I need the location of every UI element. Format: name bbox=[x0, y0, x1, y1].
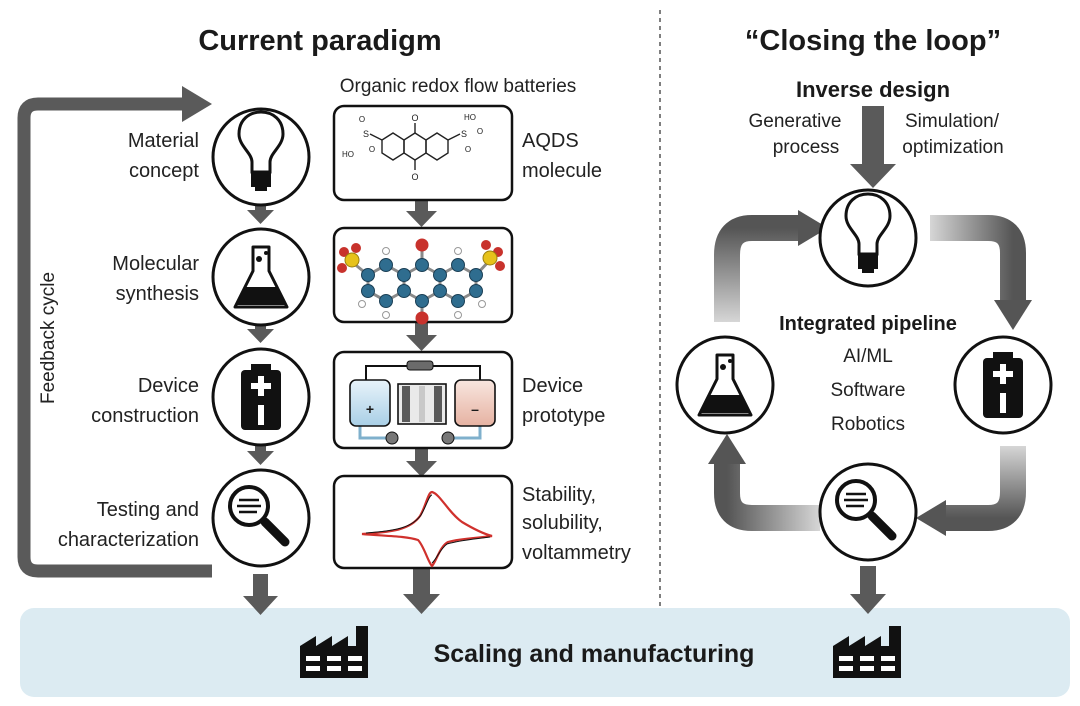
pipeline-item-software: Software bbox=[831, 380, 906, 401]
lightbulb-icon bbox=[237, 110, 285, 191]
aqds-ho-right: HO bbox=[464, 113, 476, 122]
manufacturing-arrow bbox=[850, 566, 886, 614]
aqds-s-left: S bbox=[363, 129, 369, 139]
scaling-label: Scaling and manufacturing bbox=[434, 640, 755, 668]
example-label-prototype-2: prototype bbox=[522, 405, 605, 427]
voltammetry-curve bbox=[361, 490, 493, 568]
column-title: Organic redox flow batteries bbox=[340, 76, 577, 97]
example-label-prototype-1: Device bbox=[522, 375, 583, 397]
example-box-molecule bbox=[332, 104, 514, 202]
example-label-stability-3: voltammetry bbox=[522, 542, 631, 564]
pipeline-item-aiml: AI/ML bbox=[843, 346, 893, 367]
example-box-voltammetry bbox=[332, 474, 514, 570]
factory-icon bbox=[300, 626, 368, 678]
magnifier-icon bbox=[835, 479, 897, 541]
step-label-device-2: construction bbox=[91, 405, 199, 427]
closed-loop-arrows bbox=[708, 210, 1032, 536]
step-label-material-1: Material bbox=[128, 130, 199, 152]
step-arrows bbox=[243, 201, 278, 615]
aqds-ho: HO bbox=[342, 150, 354, 159]
step-label-synthesis-1: Molecular bbox=[112, 253, 199, 275]
example-label-aqds-2: molecule bbox=[522, 160, 602, 182]
aqds-o-top: O bbox=[411, 113, 418, 123]
factory-icon bbox=[833, 626, 901, 678]
prototype-minus-sign: – bbox=[471, 401, 479, 417]
aqds-o-bottom: O bbox=[411, 172, 418, 182]
step-label-testing-1: Testing and bbox=[97, 499, 199, 521]
example-arrows bbox=[403, 199, 440, 614]
aqds-o-left-1: O bbox=[359, 115, 365, 124]
example-label-aqds-1: AQDS bbox=[522, 130, 579, 152]
generative-label-2: process bbox=[773, 137, 840, 158]
generative-label-1: Generative bbox=[749, 111, 842, 132]
example-label-stability-2: solubility, bbox=[522, 512, 603, 534]
inverse-design-label: Inverse design bbox=[796, 77, 950, 102]
left-section-title: Current paradigm bbox=[198, 25, 441, 57]
step-label-material-2: concept bbox=[129, 160, 199, 182]
feedback-arrowhead bbox=[182, 86, 212, 122]
scaling-band bbox=[20, 608, 1070, 697]
flow-battery-prototype bbox=[349, 360, 496, 445]
simulation-label-2: optimization bbox=[902, 137, 1003, 158]
pipeline-title: Integrated pipeline bbox=[779, 313, 957, 335]
aqds-o-right-2: O bbox=[477, 127, 483, 136]
flask-icon bbox=[233, 245, 289, 309]
example-label-stability-1: Stability, bbox=[522, 484, 596, 506]
magnifier-icon bbox=[228, 485, 290, 547]
pipeline-item-robotics: Robotics bbox=[831, 414, 905, 435]
flask-icon bbox=[697, 353, 753, 417]
aqds-o-left-2: O bbox=[369, 145, 375, 154]
inverse-design-arrow bbox=[850, 106, 896, 188]
molecule-model bbox=[337, 238, 505, 325]
step-label-synthesis-2: synthesis bbox=[116, 283, 199, 305]
aqds-s-right: S bbox=[461, 129, 467, 139]
right-section-title: “Closing the loop” bbox=[745, 25, 1001, 57]
step-label-device-1: Device bbox=[138, 375, 199, 397]
feedback-cycle-label: Feedback cycle bbox=[38, 272, 59, 404]
step-label-testing-2: characterization bbox=[58, 529, 199, 551]
prototype-plus-sign: + bbox=[366, 401, 374, 417]
lightbulb-icon bbox=[844, 192, 892, 273]
aqds-o-right-1: O bbox=[465, 145, 471, 154]
feedback-arrow bbox=[17, 97, 212, 578]
aqds-structure bbox=[369, 123, 461, 170]
simulation-label-1: Simulation/ bbox=[905, 111, 1000, 132]
battery-icon bbox=[983, 352, 1023, 418]
battery-icon bbox=[241, 364, 281, 430]
